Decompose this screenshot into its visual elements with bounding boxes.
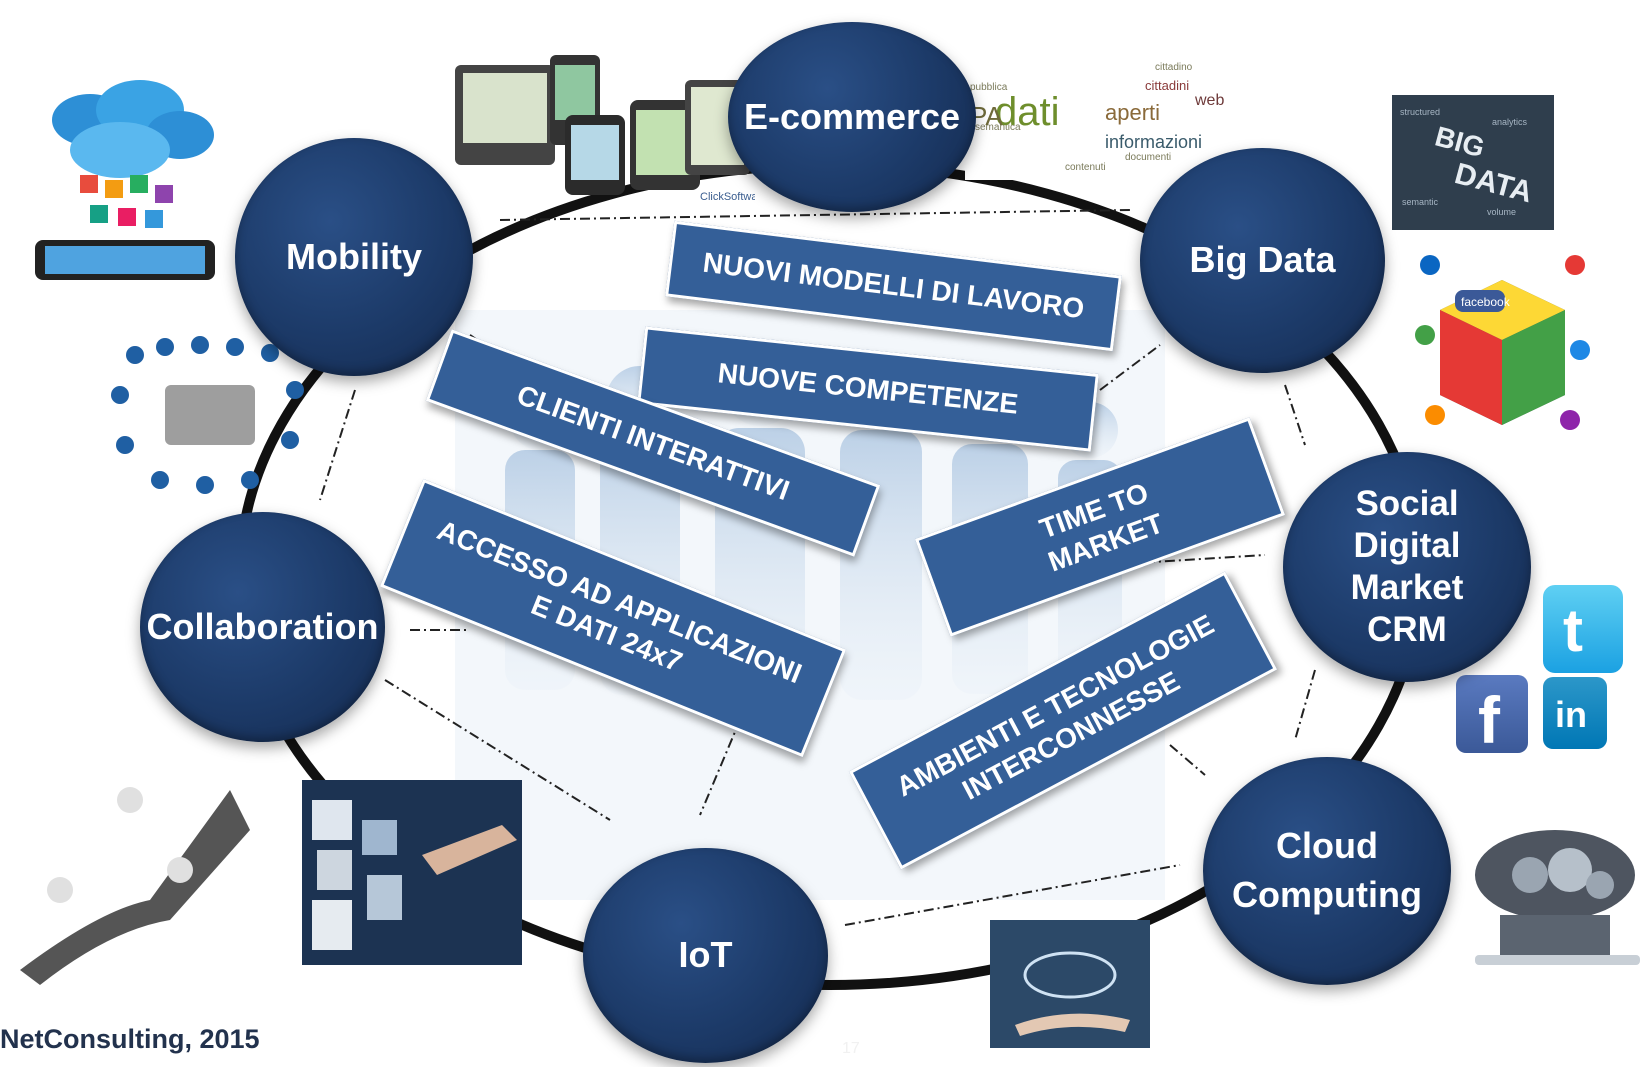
- facebook-letter: f: [1478, 683, 1501, 753]
- cloud-hand-image: [990, 920, 1150, 1048]
- growth-arrow-image: [20, 787, 250, 985]
- node-cloud-line-2: Computing: [1232, 874, 1422, 915]
- word-informazioni: informazioni: [1105, 132, 1202, 152]
- svg-text:pubblica: pubblica: [970, 82, 1008, 93]
- linkedin-letters: in: [1555, 694, 1587, 735]
- node-big-data: Big Data: [1140, 148, 1385, 373]
- mobile-apps-cloud-image: [35, 80, 215, 280]
- svg-text:volume: volume: [1487, 207, 1516, 217]
- node-iot: IoT: [583, 848, 828, 1063]
- svg-text:facebook: facebook: [1461, 295, 1511, 309]
- svg-text:analytics: analytics: [1492, 117, 1528, 127]
- word-cloud-image: pubblica semantica documenti cittadino cont…: [965, 30, 1235, 180]
- svg-text:contenuti: contenuti: [1065, 162, 1106, 173]
- node-social-line-4: CRM: [1367, 610, 1447, 649]
- linkedin-icon: in: [1543, 677, 1607, 749]
- footer-source: NetConsulting, 2015: [0, 1024, 260, 1054]
- word-cittadini: cittadini: [1145, 78, 1189, 93]
- node-cloud-line-1: Cloud: [1276, 825, 1378, 867]
- node-mobility: Mobility: [235, 138, 473, 376]
- svg-text:t: t: [1563, 597, 1583, 664]
- node-social-line-3: Market: [1350, 568, 1464, 607]
- svg-text:cittadino: cittadino: [1155, 62, 1193, 73]
- facebook-icon: f: [1456, 675, 1528, 757]
- iot-touch-image: [302, 780, 522, 965]
- svg-text:semantica: semantica: [975, 122, 1021, 133]
- node-social-line-1: Social: [1355, 484, 1459, 523]
- node-big-data-label: Big Data: [1189, 239, 1336, 281]
- word-web: web: [1194, 92, 1224, 109]
- svg-text:structured: structured: [1400, 107, 1440, 117]
- clicksoftware-label: ClickSoftware: [700, 191, 755, 203]
- node-collaboration: Collaboration: [140, 512, 385, 742]
- node-mobility-label: Mobility: [286, 235, 422, 277]
- svg-text:semantic: semantic: [1402, 197, 1439, 207]
- twitter-icon: t: [1543, 585, 1623, 673]
- svg-text:documenti: documenti: [1125, 152, 1171, 163]
- mobile-devices-image: ClickSoftware: [455, 55, 755, 203]
- node-iot-label: IoT: [678, 934, 733, 976]
- social-cube-image: facebook: [1405, 235, 1600, 445]
- node-cloud-computing: Cloud Computing: [1203, 757, 1451, 985]
- node-ecommerce: E-commerce: [728, 22, 976, 212]
- node-social-line-2: Digital: [1353, 526, 1461, 565]
- node-social-digital-market-crm: Social Digital Market CRM: [1283, 452, 1531, 682]
- banner-nuove-competenze-label: NUOVE COMPETENZE: [716, 357, 1020, 420]
- node-ecommerce-label: E-commerce: [743, 95, 961, 137]
- word-dati: dati: [995, 90, 1060, 134]
- word-aperti: aperti: [1105, 100, 1160, 125]
- node-collaboration-label: Collaboration: [146, 605, 379, 647]
- collaboration-people-image: [111, 336, 304, 494]
- cloud-laptop-image: [1475, 830, 1640, 965]
- page-number: 17: [842, 1040, 860, 1057]
